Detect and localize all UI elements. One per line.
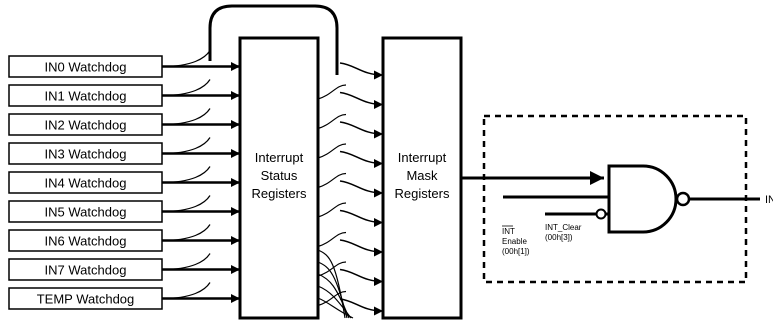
int-enable-line-3: (00h[1])	[502, 247, 530, 256]
interrupt-status-registers: Interrupt Status Registers	[238, 36, 320, 320]
watchdog-box: TEMP Watchdog	[8, 287, 163, 310]
watchdog-label: IN5 Watchdog	[45, 205, 127, 220]
status-line-1: Interrupt	[255, 150, 304, 165]
watchdog-label: IN4 Watchdog	[45, 176, 127, 191]
interrupt-mask-registers: Interrupt Mask Registers	[381, 36, 463, 320]
watchdog-wires	[161, 50, 240, 303]
watchdog-box: IN4 Watchdog	[8, 171, 163, 194]
watchdog-box: IN3 Watchdog	[8, 142, 163, 165]
int-clear-line-2: (00h[3])	[545, 233, 573, 242]
watchdog-label: IN3 Watchdog	[45, 147, 127, 162]
watchdog-box: IN0 Watchdog	[8, 55, 163, 78]
output-label: INT	[765, 194, 773, 206]
watchdog-label: IN0 Watchdog	[45, 60, 127, 75]
watchdog-label: IN7 Watchdog	[45, 263, 127, 278]
int-enable-line-2: Enable	[502, 237, 527, 246]
watchdog-box: IN2 Watchdog	[8, 113, 163, 136]
bypass-loop-wire	[208, 4, 339, 75]
watchdog-label: IN6 Watchdog	[45, 234, 127, 249]
watchdog-box: IN6 Watchdog	[8, 229, 163, 252]
status-line-2: Status	[261, 168, 298, 183]
status-line-3: Registers	[252, 186, 307, 201]
watchdog-label: IN1 Watchdog	[45, 89, 127, 104]
watchdog-label: IN2 Watchdog	[45, 118, 127, 133]
status-to-mask-wires	[317, 62, 384, 319]
watchdog-box: IN1 Watchdog	[8, 84, 163, 107]
mask-line-3: Registers	[395, 186, 450, 201]
mask-line-2: Mask	[406, 168, 438, 183]
watchdog-label: TEMP Watchdog	[37, 292, 135, 307]
mask-line-1: Interrupt	[398, 150, 447, 165]
int-clear-inversion-bubble	[595, 208, 607, 220]
nand-gate	[607, 164, 678, 234]
watchdog-box: IN7 Watchdog	[8, 258, 163, 281]
nand-output-bubble	[675, 191, 691, 207]
int-clear-line-1: INT_Clear	[545, 223, 582, 232]
int-enable-line-1: INT	[502, 227, 515, 236]
watchdog-box: IN5 Watchdog	[8, 200, 163, 223]
